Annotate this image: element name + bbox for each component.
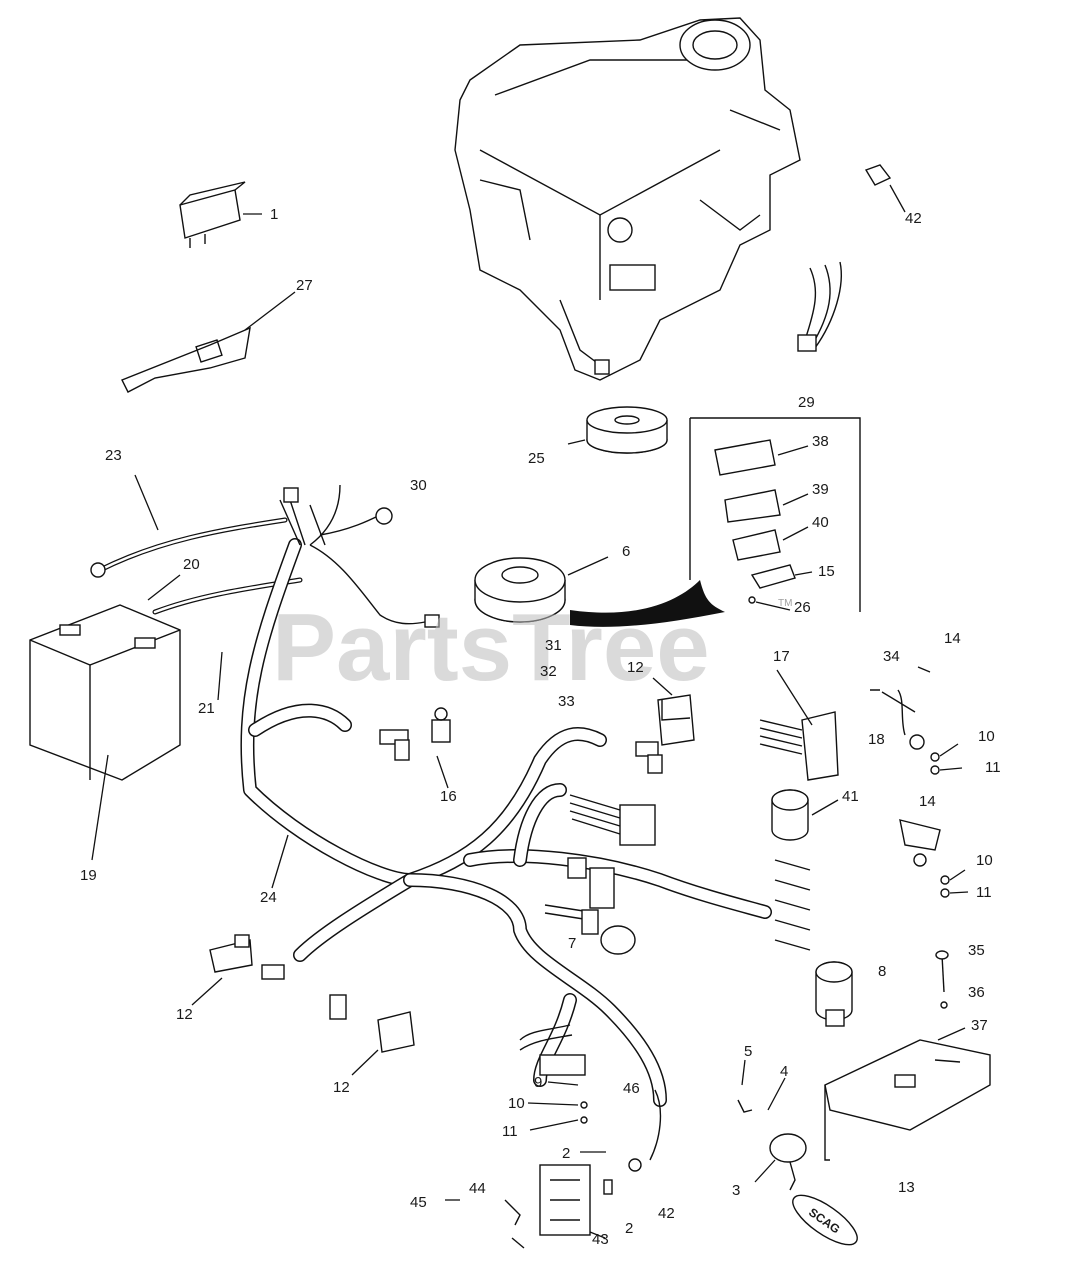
callout-6: 6 <box>622 543 630 560</box>
callout-35: 35 <box>968 942 985 959</box>
switch-part-8 <box>815 961 853 1027</box>
callout-32: 32 <box>540 663 557 680</box>
callout-34: 34 <box>883 648 900 665</box>
callout-27: 27 <box>296 277 313 294</box>
callout-12-left: 12 <box>176 1006 193 1023</box>
callout-40: 40 <box>812 514 829 531</box>
watermark: PartsTree <box>272 594 710 701</box>
scag-tag: SCAG <box>792 1194 858 1246</box>
switch-part-12-bottom <box>329 994 415 1076</box>
callout-2-upper: 2 <box>562 1145 570 1162</box>
callout-3: 3 <box>732 1182 740 1199</box>
key-switch-part-41 <box>771 789 839 951</box>
callout-12-bottom: 12 <box>333 1079 350 1096</box>
engine <box>454 17 801 381</box>
callout-17: 17 <box>773 648 790 665</box>
switch-part-12-left <box>191 934 285 1006</box>
key-part-3 <box>737 1059 807 1191</box>
callout-10-bottom: 10 <box>508 1095 525 1112</box>
callout-20: 20 <box>183 556 200 573</box>
wiring-harness-part-24 <box>240 484 772 1107</box>
callout-7: 7 <box>568 935 576 952</box>
callout-5: 5 <box>744 1043 752 1060</box>
callout-45: 45 <box>410 1194 427 1211</box>
callout-41: 41 <box>842 788 859 805</box>
callout-46: 46 <box>623 1080 640 1097</box>
kit-box-part-29 <box>570 417 861 627</box>
callout-43: 43 <box>592 1231 609 1248</box>
callout-12-top: 12 <box>627 659 644 676</box>
callout-30: 30 <box>410 477 427 494</box>
connector-block-center <box>544 794 656 935</box>
callout-11-top: 11 <box>985 759 1001 776</box>
callout-16: 16 <box>440 788 457 805</box>
relay-part-1 <box>179 181 262 248</box>
callout-13: 13 <box>898 1179 915 1196</box>
callout-labels: 1 27 42 29 25 23 30 38 39 40 6 15 26 20 … <box>80 206 1001 1248</box>
callout-33: 33 <box>558 693 575 710</box>
callout-29: 29 <box>798 394 815 411</box>
callout-26: 26 <box>794 599 811 616</box>
switch-part-16 <box>379 707 451 789</box>
bottom-hardware <box>445 1024 662 1249</box>
callout-9: 9 <box>534 1074 542 1091</box>
clutch-part-6 <box>474 556 609 623</box>
callout-2-lower: 2 <box>625 1220 633 1237</box>
plate-part-37 <box>824 1027 991 1161</box>
callout-15: 15 <box>818 563 835 580</box>
callout-31: 31 <box>545 637 562 654</box>
callout-36: 36 <box>968 984 985 1001</box>
callout-14-mid: 14 <box>919 793 936 810</box>
callout-37: 37 <box>971 1017 988 1034</box>
callout-19: 19 <box>80 867 97 884</box>
callout-42-bottom: 42 <box>658 1205 675 1222</box>
connector-part-42-top <box>797 164 906 352</box>
battery-part-19 <box>29 604 181 861</box>
module-part-17 <box>759 669 839 781</box>
hardware-right <box>870 666 969 1009</box>
callout-11-mid: 11 <box>976 884 992 901</box>
callout-4: 4 <box>780 1063 788 1080</box>
callout-39: 39 <box>812 481 829 498</box>
callout-8: 8 <box>878 963 886 980</box>
callout-14-top: 14 <box>944 630 961 647</box>
callout-18: 18 <box>868 731 885 748</box>
callout-23: 23 <box>105 447 122 464</box>
callout-10-top: 10 <box>978 728 995 745</box>
callout-24: 24 <box>260 889 277 906</box>
watermark-tm: TM <box>778 598 792 609</box>
switch-part-12-top <box>635 677 695 774</box>
callout-11-bottom: 11 <box>502 1123 518 1140</box>
bracket-part-27 <box>121 291 296 393</box>
callout-25: 25 <box>528 450 545 467</box>
callout-42-top: 42 <box>905 210 922 227</box>
plug-part-7 <box>600 925 636 955</box>
callout-44: 44 <box>469 1180 486 1197</box>
callout-38: 38 <box>812 433 829 450</box>
callout-1: 1 <box>270 206 278 223</box>
callout-21: 21 <box>198 700 215 717</box>
pulley-part-25 <box>567 406 668 454</box>
callout-10-mid: 10 <box>976 852 993 869</box>
